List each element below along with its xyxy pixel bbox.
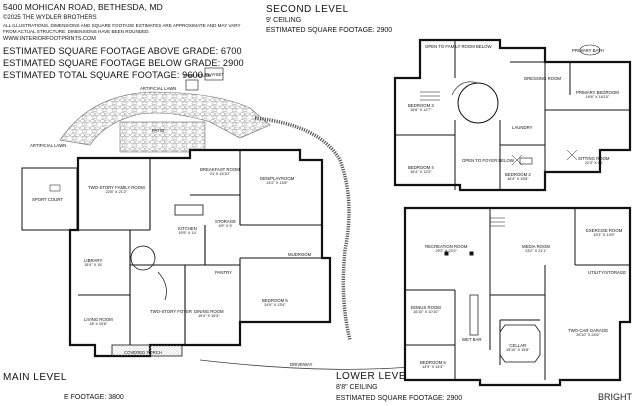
sqft-above-grade: ESTIMATED SQUARE FOOTAGE ABOVE GRADE: 67…	[3, 46, 242, 56]
covered-porch-label: COVERED PORCH	[124, 350, 162, 355]
second-level-title: SECOND LEVEL	[266, 4, 349, 15]
second-level-ceiling: 9' CEILING	[266, 17, 302, 24]
open-to-foyer: OPEN TO FOYER BELOW	[462, 158, 514, 163]
room-pantry: PANTRY	[215, 270, 233, 275]
room-mudroom: MUDROOM	[288, 252, 312, 257]
open-to-family-room: OPEN TO FAMILY ROOM BELOW	[425, 44, 492, 49]
second-level-sqft: ESTIMATED SQUARE FOOTAGE: 2900	[266, 27, 393, 34]
main-level-sqft: E FOOTAGE: 3800	[64, 394, 124, 401]
sport-court-label: SPORT COURT	[32, 197, 64, 202]
garden-path	[254, 116, 352, 341]
lower-level-ceiling: 8'8" CEILING	[336, 384, 378, 391]
patio-label: PATIO	[152, 128, 165, 133]
sqft-total: ESTIMATED TOTAL SQUARE FOOTAGE: 9600	[3, 70, 203, 80]
room-utility: UTILITY/STORAGE	[588, 270, 627, 275]
wet-bar: WET BAR	[462, 337, 482, 342]
second-level-plan	[393, 38, 632, 192]
room-foyer: TWO-STORY FOYER	[150, 309, 193, 314]
main-level-plan	[21, 67, 421, 370]
playset-label: PLAYSET	[205, 72, 225, 77]
main-level-title: MAIN LEVEL	[3, 372, 67, 383]
driveway-label: DRIVEWAY	[290, 362, 313, 367]
lower-level-sqft: ESTIMATED SQUARE FOOTAGE: 2900	[336, 395, 463, 402]
lower-level-title: LOWER LEVEL	[336, 371, 413, 382]
sqft-below-grade: ESTIMATED SQUARE FOOTAGE BELOW GRADE: 29…	[3, 58, 244, 68]
room-laundry: LAUNDRY	[512, 125, 533, 130]
website-link[interactable]: WWW.INTERIORFOOTPRINTS.COM	[3, 36, 96, 42]
second-house-outline	[393, 38, 632, 192]
artificial-lawn-label-left: ARTIFICIAL LAWN	[30, 143, 67, 148]
room-primary-bath: PRIMARY BATH	[572, 48, 604, 53]
artificial-lawn-label-top: ARTIFICIAL LAWN	[140, 86, 177, 91]
disclaimer: ALL ILLUSTRATIONS, DIMENSIONS AND SQUARE…	[3, 23, 241, 34]
room-dressing: DRESSING ROOM	[524, 76, 562, 81]
patio-area	[119, 121, 206, 153]
tree-house-label: TREE HOUSE	[183, 73, 211, 78]
copyright: ©2025 THE WYDLER BROTHERS	[3, 15, 97, 21]
address: 5400 MOHICAN ROAD, BETHESDA, MD	[3, 2, 163, 12]
watermark-logo: BRIGHT	[597, 392, 632, 402]
stone-terrace	[59, 91, 271, 146]
lower-level-plan	[403, 206, 632, 387]
